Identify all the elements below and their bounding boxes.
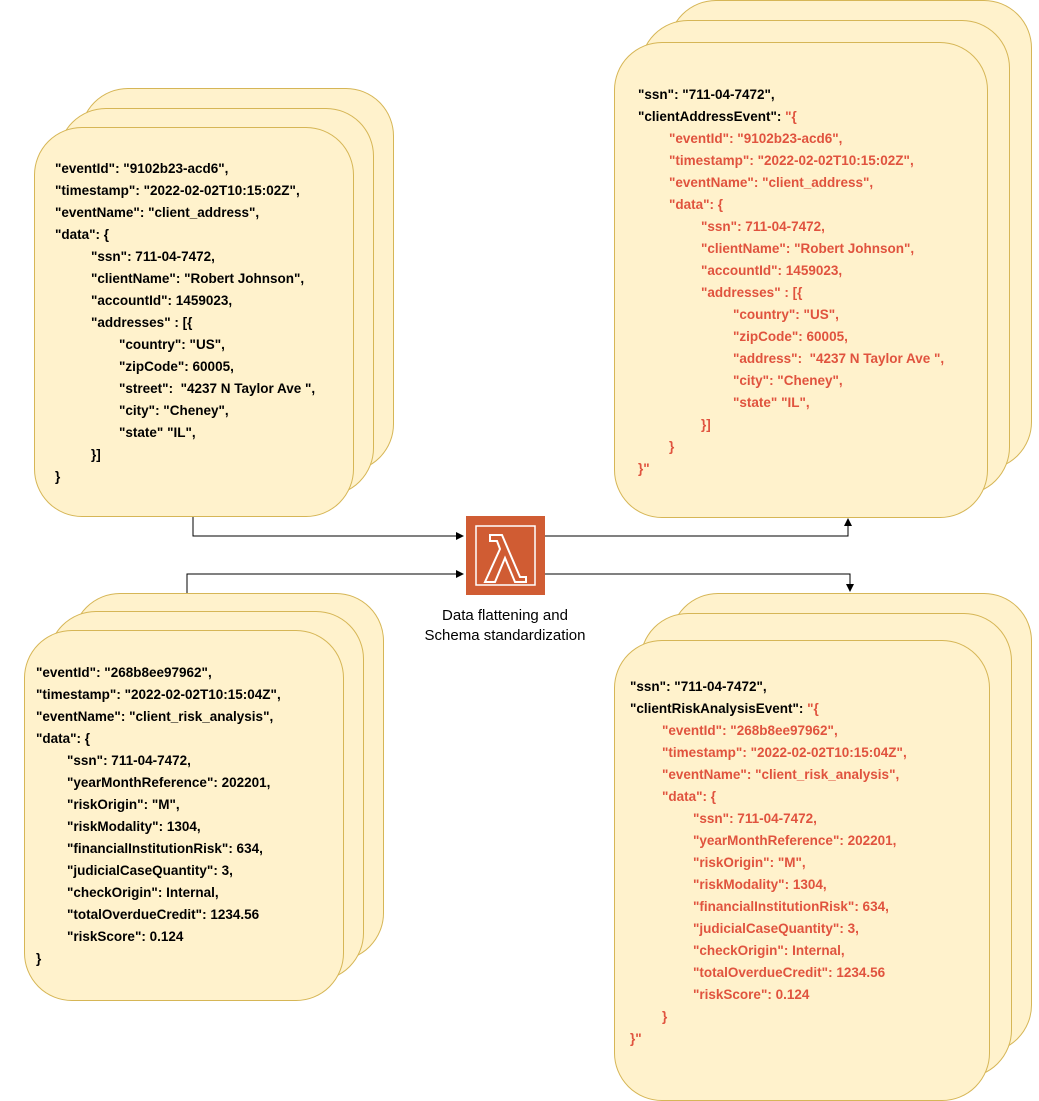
code-line: "yearMonthReference": 202201,	[67, 775, 271, 790]
code-line: "financialInstitutionRisk": 634,	[67, 841, 263, 856]
code-line: }"	[638, 461, 650, 476]
code-line: "judicialCaseQuantity": 3,	[67, 863, 233, 878]
arrow-address-input-to-lambda	[192, 517, 464, 540]
code-line: "timestamp": "2022-02-02T10:15:04Z",	[36, 687, 281, 702]
address-input-card: "eventId": "9102b23-acd6", "timestamp": …	[34, 127, 354, 517]
code-line: "clientAddressEvent": "{	[638, 109, 797, 125]
arrow-lambda-to-risk-output	[545, 573, 854, 592]
code-line: "judicialCaseQuantity": 3,	[693, 921, 859, 936]
code-line: "country": "US",	[119, 337, 225, 352]
address-output-card: "ssn": "711-04-7472", "clientAddressEven…	[614, 42, 988, 518]
code-line: "ssn": 711-04-7472,	[693, 811, 817, 826]
code-line: }]	[701, 417, 711, 432]
code-line: "address": "4237 N Taylor Ave ",	[733, 351, 945, 366]
code-line: "ssn": 711-04-7472,	[91, 249, 215, 264]
code-line: }]	[91, 447, 101, 462]
code-line-key: "clientRiskAnalysisEvent":	[630, 701, 808, 716]
code-line: "ssn": "711-04-7472",	[630, 679, 767, 694]
code-line: "checkOrigin": Internal,	[693, 943, 845, 958]
code-line: }	[662, 1009, 668, 1024]
code-line: }	[36, 951, 42, 966]
code-line: "riskModality": 1304,	[693, 877, 827, 892]
code-line: "city": "Cheney",	[119, 403, 229, 418]
code-line-key: "clientAddressEvent":	[638, 109, 786, 124]
code-line: "riskScore": 0.124	[67, 929, 184, 944]
code-line-value: "{	[785, 109, 797, 124]
code-line: "clientName": "Robert Johnson",	[701, 241, 915, 256]
code-line: "data": {	[55, 227, 110, 242]
code-line: }	[669, 439, 675, 454]
code-line: "eventName": "client_address",	[669, 175, 874, 190]
code-line: "data": {	[662, 789, 717, 804]
code-line: "eventName": "client_risk_analysis",	[36, 709, 274, 724]
code-line: "zipCode": 60005,	[119, 359, 234, 374]
code-line: "riskScore": 0.124	[693, 987, 810, 1002]
code-line: "ssn": "711-04-7472",	[638, 87, 775, 102]
code-line: "eventName": "client_address",	[55, 205, 260, 220]
aws-lambda-icon	[466, 516, 545, 595]
caption-line: Schema standardization	[424, 627, 586, 644]
code-line: "eventId": "268b8ee97962",	[662, 723, 838, 738]
code-line: }	[55, 469, 61, 484]
risk-output-card: "ssn": "711-04-7472", "clientRiskAnalysi…	[614, 640, 990, 1101]
lambda-glyph	[475, 525, 536, 586]
code-line: "data": {	[36, 731, 91, 746]
code-line: "data": {	[669, 197, 724, 212]
code-line: "eventId": "268b8ee97962",	[36, 665, 212, 680]
code-line: "addresses" : [{	[701, 285, 803, 300]
code-line: "riskOrigin": "M",	[67, 797, 180, 812]
code-line: "addresses" : [{	[91, 315, 193, 330]
code-line: "eventName": "client_risk_analysis",	[662, 767, 900, 782]
code-line: "riskModality": 1304,	[67, 819, 201, 834]
code-line: "ssn": 711-04-7472,	[701, 219, 825, 234]
code-line: "accountId": 1459023,	[91, 293, 233, 308]
code-line: "clientName": "Robert Johnson",	[91, 271, 305, 286]
code-line: "city": "Cheney",	[733, 373, 843, 388]
code-line: "totalOverdueCredit": 1234.56	[67, 907, 260, 922]
code-line: "accountId": 1459023,	[701, 263, 843, 278]
code-line: "state" "IL",	[733, 395, 810, 410]
caption-line: Data flattening and	[442, 607, 568, 624]
code-line: "country": "US",	[733, 307, 839, 322]
code-line-value: "{	[807, 701, 819, 716]
arrow-lambda-to-address-output	[545, 518, 852, 537]
code-line: "timestamp": "2022-02-02T10:15:02Z",	[55, 183, 300, 198]
code-line: }"	[630, 1031, 642, 1046]
code-line: "ssn": 711-04-7472,	[67, 753, 191, 768]
code-line: "timestamp": "2022-02-02T10:15:04Z",	[662, 745, 907, 760]
code-line: "street": "4237 N Taylor Ave ",	[119, 381, 316, 396]
code-line: "state" "IL",	[119, 425, 196, 440]
code-line: "financialInstitutionRisk": 634,	[693, 899, 889, 914]
code-line: "riskOrigin": "M",	[693, 855, 806, 870]
code-line: "eventId": "9102b23-acd6",	[669, 131, 843, 146]
arrow-risk-input-to-lambda	[186, 570, 464, 593]
lambda-caption: Data flattening and Schema standardizati…	[400, 606, 610, 646]
code-line: "zipCode": 60005,	[733, 329, 848, 344]
code-line: "clientRiskAnalysisEvent": "{	[630, 701, 819, 717]
code-line: "yearMonthReference": 202201,	[693, 833, 897, 848]
code-line: "timestamp": "2022-02-02T10:15:02Z",	[669, 153, 914, 168]
code-line: "eventId": "9102b23-acd6",	[55, 161, 229, 176]
code-line: "totalOverdueCredit": 1234.56	[693, 965, 886, 980]
code-line: "checkOrigin": Internal,	[67, 885, 219, 900]
risk-input-card: "eventId": "268b8ee97962", "timestamp": …	[24, 630, 344, 1001]
